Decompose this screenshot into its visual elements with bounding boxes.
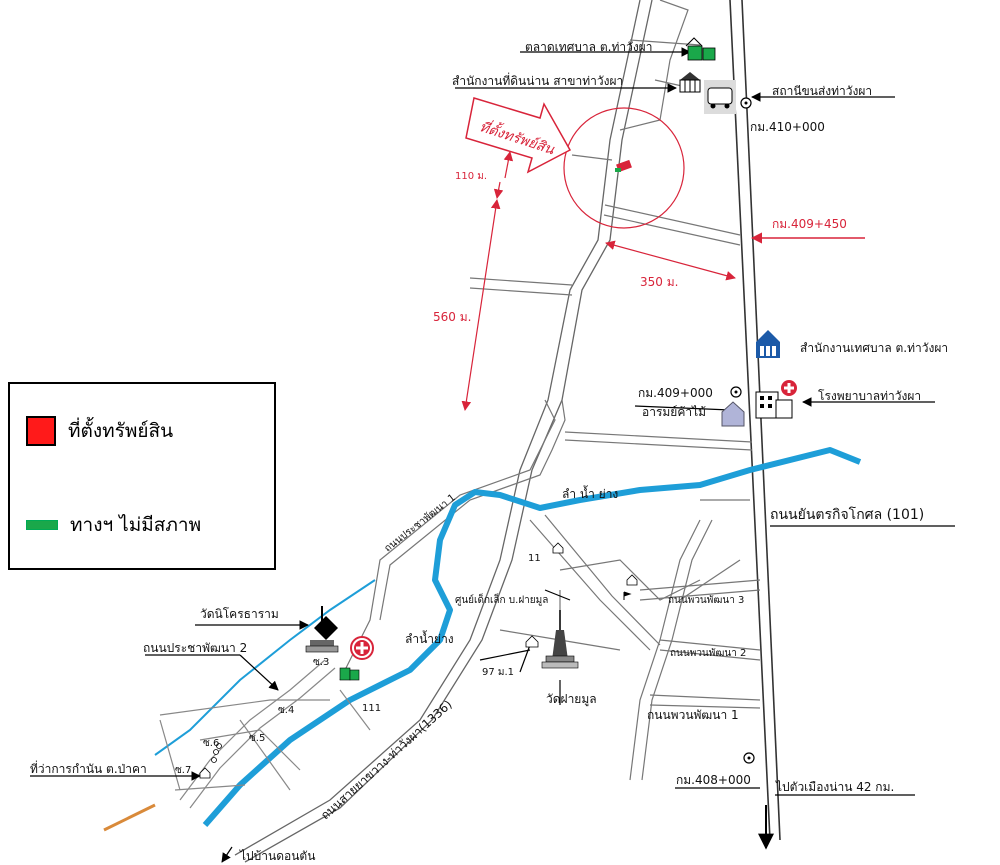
orange-path [103, 803, 156, 832]
legend-road-swatch [26, 520, 58, 530]
village-roads [499, 499, 761, 781]
legend-row-property: ที่ตั้งทรัพย์สิน [26, 416, 173, 446]
small-circle-icons [211, 743, 222, 763]
property-circle [563, 107, 685, 229]
label-highway-101: ถนนยันตรกิจโกศล (101) [770, 507, 925, 523]
label-dist-110: 110 ม. [455, 171, 488, 182]
label-kamnan: ที่ว่าการกำนัน ต.ป่าคา [30, 762, 147, 776]
small-house-icons [199, 542, 638, 779]
label-phuan-1: ถนนพวนพัฒนา 1 [647, 708, 739, 722]
label-forest-park: อารมย์ค้าไม้ [642, 405, 707, 419]
label-km408: กม.408+000 [676, 773, 751, 787]
label-land-office: สำนักงานที่ดินน่าน สาขาท่าวังผา [452, 74, 624, 88]
km-marker-410 [740, 97, 752, 109]
property-marker [615, 159, 632, 173]
label-m97: 97 ม.1 [482, 667, 515, 678]
label-soi3: ซ.3 [313, 657, 330, 668]
municipal-office-icon [756, 330, 780, 358]
label-river-top: ลำ น้ำ ย่าง [562, 487, 619, 501]
label-num-111: 111 [362, 703, 382, 714]
market-icon [685, 37, 716, 61]
label-num-11: 11 [528, 553, 541, 564]
km-marker-409 [730, 386, 742, 398]
label-pracha-2: ถนนประชาพัฒนา 2 [143, 641, 248, 655]
label-to-don-tan: ไปบ้านดอนตัน [240, 849, 316, 863]
land-office-icon [679, 72, 701, 93]
property-arrow-shape [465, 97, 572, 174]
river-nam-yang [202, 447, 862, 827]
label-dist-350: 350 ม. [640, 275, 679, 289]
label-km410: กม.410+000 [750, 120, 825, 134]
label-municipal-office: สำนักงานเทศบาล ต.ท่าวังผา [800, 341, 949, 355]
upper-roads [339, 0, 753, 681]
hospital-icon [755, 380, 797, 419]
legend-property-swatch [26, 416, 56, 446]
km-marker-408 [743, 752, 755, 764]
label-km409-450: กม.409+450 [772, 217, 847, 231]
label-nursery: ศูนย์เด็กเล็ก บ.ฝายมูล [455, 595, 549, 606]
tributary [154, 579, 376, 756]
label-soi7: ซ.7 [175, 765, 192, 776]
legend-property-label: ที่ตั้งทรัพย์สิน [68, 420, 174, 442]
left-hospital-icon [350, 636, 374, 660]
legend-row-road: ทางฯ ไม่มีสภาพ [26, 510, 201, 540]
park-house-icon [721, 401, 745, 427]
legend-road-label: ทางฯ ไม่มีสภาพ [70, 514, 202, 536]
map-legend: ที่ตั้งทรัพย์สิน ทางฯ ไม่มีสภาพ [8, 382, 276, 570]
label-phuan-2: ถนนพวนพัฒนา 2 [670, 648, 747, 659]
label-soi6: ซ.6 [203, 738, 220, 749]
highway-101-road [729, 0, 781, 841]
label-dist-560: 560 ม. [433, 310, 472, 324]
label-to-nan: ไปตัวเมืองน่าน 42 กม. [776, 780, 895, 794]
left-market-icon [339, 667, 360, 681]
bus-station-icon [704, 80, 736, 114]
label-wat-nikhrotharam: วัดนิโครธาราม [200, 607, 279, 621]
label-soi4: ซ.4 [278, 705, 295, 716]
label-river-bottom: ลำน้ำย่าง [405, 632, 454, 646]
label-km409: กม.409+000 [638, 386, 713, 400]
wat-fai-mun-icon [541, 610, 579, 669]
wat-nikhrotharam-icon [305, 606, 339, 653]
label-bus-station: สถานีขนส่งท่าวังผา [772, 84, 873, 98]
label-phuan-3: ถนนพวนพัฒนา 3 [668, 595, 745, 606]
label-wat-fai-mun: วัดฝายมูล [546, 692, 597, 706]
label-market: ตลาดเทศบาล ต.ท่าวังผา [525, 40, 653, 54]
label-soi5: ซ.5 [249, 733, 266, 744]
flag-icon [623, 591, 632, 600]
label-hospital: โรงพยาบาลท่าวังผา [818, 389, 922, 403]
